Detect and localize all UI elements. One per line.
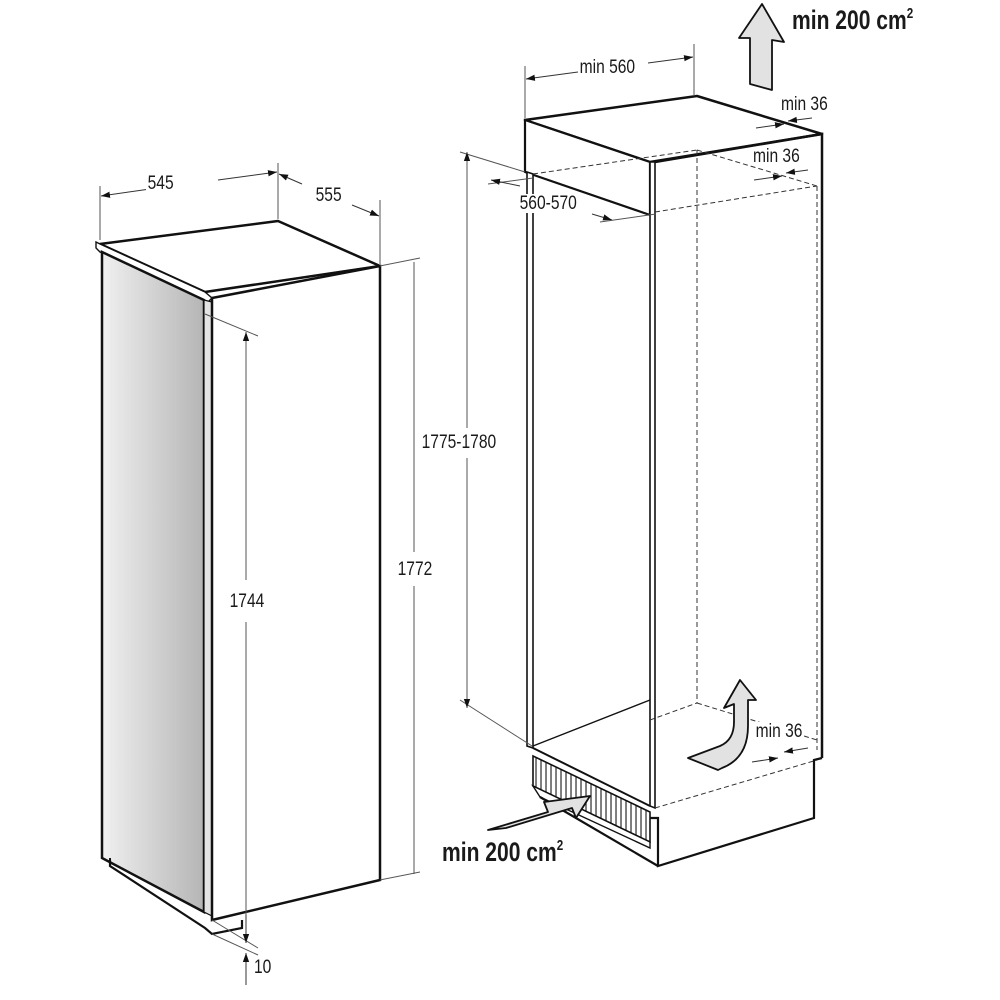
- outlet-arrow-icon: [738, 3, 785, 91]
- ventilation-inlet-label: min 200 cm2: [442, 837, 564, 867]
- niche-drawing: [459, 3, 824, 868]
- niche-width-label: min 560: [578, 57, 637, 78]
- appliance-total-height-label: 1772: [396, 559, 434, 580]
- inlet-arrow-icon: [487, 795, 591, 831]
- niche-depth-label: 560-570: [518, 193, 579, 214]
- appliance-width-label: 545: [146, 173, 176, 194]
- niche-height-label: 1775-1780: [420, 432, 498, 453]
- appliance-drawing: [95, 163, 421, 985]
- internal-airflow-arrow-icon: [687, 679, 757, 771]
- appliance-door-height-label: 1744: [228, 591, 266, 612]
- appliance-bottom-offset-label: 10: [254, 957, 272, 978]
- niche-top-rear-gap-label: min 36: [781, 94, 828, 115]
- appliance-depth-label: 555: [314, 185, 344, 206]
- ventilation-outlet-label: min 200 cm2: [792, 5, 914, 35]
- niche-top-gap-label: min 36: [753, 146, 800, 167]
- niche-bottom-rear-gap-label: min 36: [754, 721, 805, 742]
